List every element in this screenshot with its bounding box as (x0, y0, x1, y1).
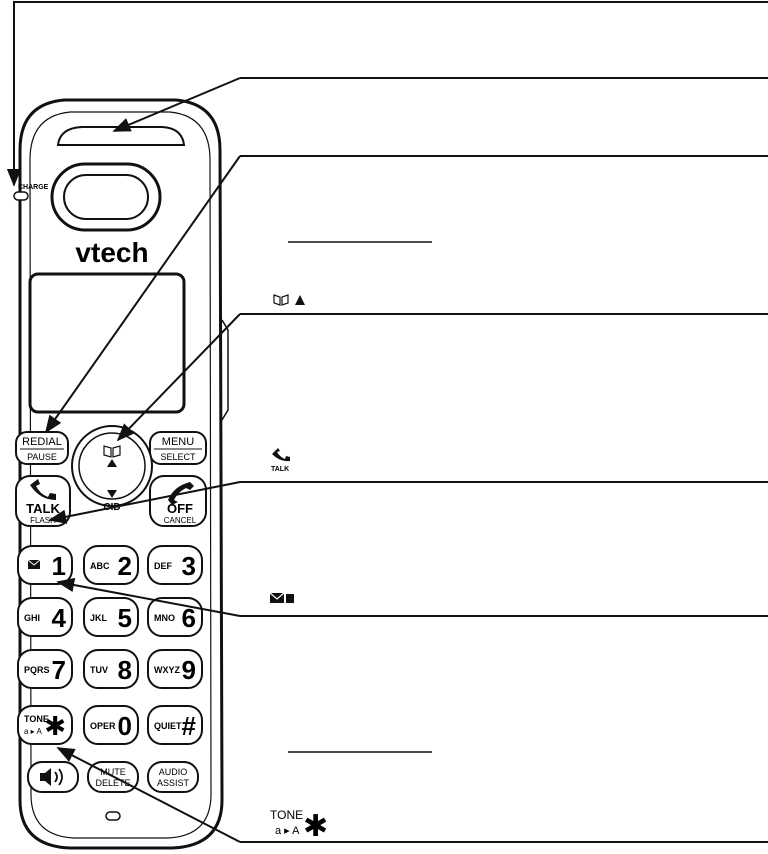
talk-label: TALK (26, 501, 60, 516)
tone-label: TONE (270, 808, 303, 822)
tone-star-symbol: ✱ (303, 810, 328, 843)
earpiece-leader-line (112, 77, 241, 132)
talk-leader-line (48, 481, 241, 524)
off-cancel-key[interactable]: OFF CANCEL (149, 475, 207, 527)
redial-label: REDIAL (22, 436, 62, 448)
digit-number: # (182, 711, 197, 741)
lcd-screen (28, 272, 186, 414)
handset-right-side (221, 319, 229, 421)
tone-sub-label: a ▸ A (275, 825, 300, 837)
digit-key-✱[interactable]: TONE a ▸ A✱ (17, 705, 73, 745)
pause-label: PAUSE (27, 452, 57, 462)
earpiece-slot (56, 126, 186, 146)
digit-key-5[interactable]: JKL 5 (83, 597, 139, 637)
tone-leader-line (56, 747, 241, 843)
voicemail-leader-line (56, 577, 241, 617)
keypad: REDIAL PAUSE MENU SELECT CID TALK FLASH (15, 425, 207, 793)
directory-up-icon (273, 294, 305, 306)
nav-leader-line (116, 313, 241, 442)
digit-letters: TUV (90, 665, 108, 675)
menu-select-key[interactable]: MENU SELECT (149, 431, 207, 465)
speaker-icon (40, 768, 63, 786)
digit-letters: QUIET (154, 721, 182, 731)
digit-key-6[interactable]: MNO 6 (147, 597, 203, 637)
digit-number: 4 (52, 603, 67, 633)
flash-label: FLASH (30, 516, 56, 525)
assist-label: ASSIST (157, 778, 190, 788)
microphone-slot (105, 811, 121, 821)
digit-number: 3 (182, 551, 196, 581)
charge-label: CHARGE (18, 184, 49, 191)
off-label: OFF (167, 501, 193, 516)
digit-letters: JKL (90, 613, 108, 623)
digit-sub-label: a ▸ A (24, 727, 42, 736)
digit-key-1[interactable]: 1 (17, 545, 73, 585)
digit-number: 1 (52, 551, 66, 581)
digit-number: 7 (52, 655, 66, 685)
digit-letters: TONE (24, 714, 49, 724)
digit-letters: PQRS (24, 665, 50, 675)
digit-key-3[interactable]: DEF 3 (147, 545, 203, 585)
digit-number: 8 (118, 655, 132, 685)
digit-letters: MNO (154, 613, 175, 623)
digit-letters: ABC (90, 561, 110, 571)
voicemail-icon (269, 592, 294, 603)
directory-icon (103, 445, 121, 458)
cancel-label: CANCEL (164, 516, 197, 525)
callout-lines (6, 1, 768, 843)
menu-label: MENU (162, 436, 194, 448)
select-label: SELECT (160, 452, 196, 462)
redial-leader-line (44, 155, 241, 434)
mute-label: MUTE (100, 767, 126, 777)
digit-number: 6 (182, 603, 196, 633)
tone-key-icon: TONE a ▸ A ✱ (270, 808, 328, 843)
voicemail-key-icon (27, 559, 41, 569)
redial-pause-key[interactable]: REDIAL PAUSE (15, 431, 69, 465)
talk-icon-label: TALK (271, 466, 289, 473)
digit-key-8[interactable]: TUV 8 (83, 649, 139, 689)
hang-up-icon (168, 482, 194, 505)
digit-number: 0 (118, 711, 132, 741)
delete-label: DELETE (95, 778, 130, 788)
audio-label: AUDIO (159, 767, 188, 777)
phone-handset-icon (30, 479, 56, 500)
audio-assist-key[interactable]: AUDIO ASSIST (147, 761, 199, 793)
charge-led (13, 191, 29, 201)
down-arrow-icon (107, 490, 117, 498)
callout-content: TALK TONE a ▸ A ✱ (269, 241, 432, 843)
digit-letters: OPER (90, 721, 116, 731)
digit-number: 5 (118, 603, 132, 633)
digit-letters: WXYZ (154, 665, 181, 675)
digit-number: ✱ (44, 711, 66, 741)
digit-key-#[interactable]: QUIET# (147, 705, 203, 745)
digit-key-4[interactable]: GHI 4 (17, 597, 73, 637)
up-arrow-icon (107, 459, 117, 467)
earpiece-speaker-inner (63, 174, 149, 220)
digit-number: 2 (118, 551, 132, 581)
charge-leader-line (6, 1, 768, 187)
speakerphone-key[interactable] (27, 761, 79, 793)
digit-letters: DEF (154, 561, 173, 571)
digit-letters: GHI (24, 613, 40, 623)
talk-icon: TALK (271, 448, 290, 473)
brand-logo: vtech (75, 237, 148, 268)
digit-key-2[interactable]: ABC 2 (83, 545, 139, 585)
digit-number: 9 (182, 655, 196, 685)
handset-inner-edge (29, 111, 212, 839)
